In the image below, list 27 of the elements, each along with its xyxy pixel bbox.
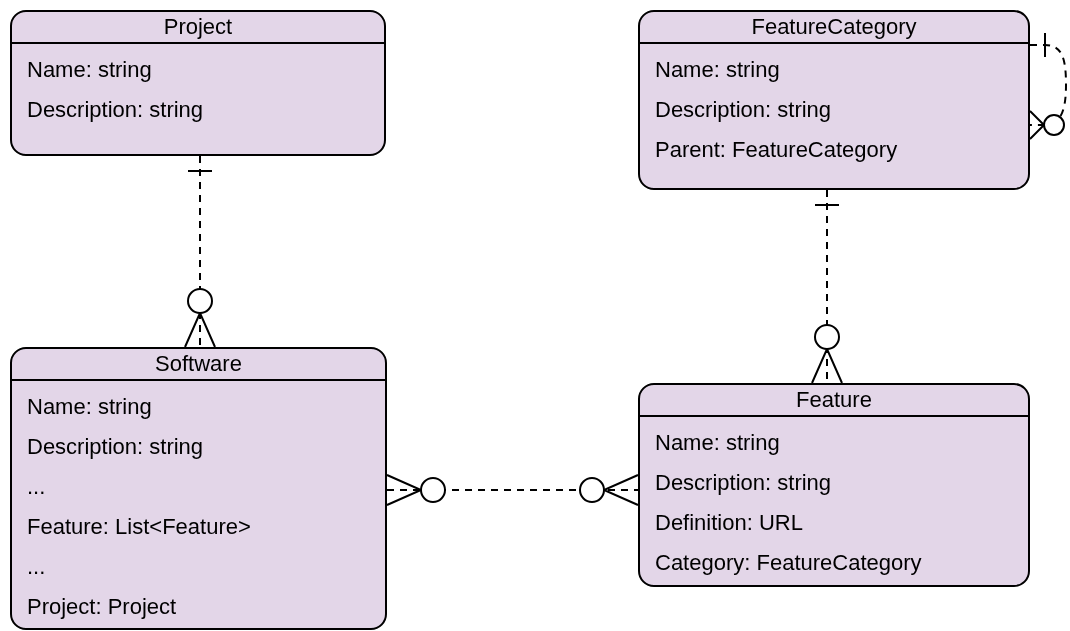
relationship-line <box>184 155 216 348</box>
entity-name: Software <box>155 350 242 378</box>
relationship-line <box>1029 32 1067 140</box>
attribute-text: Name: string <box>27 56 152 84</box>
attribute-text: Description: string <box>655 96 832 124</box>
attribute-text: ... <box>27 473 46 501</box>
entity-box <box>10 10 386 156</box>
entity-name: Feature <box>796 386 872 414</box>
entity-box <box>10 347 387 630</box>
attribute-text: Feature: List<Feature> <box>27 513 251 541</box>
attribute-text: Project: Project <box>27 593 177 621</box>
relationship-line <box>386 474 639 506</box>
attribute-text: Name: string <box>655 56 780 84</box>
attribute-text: Parent: FeatureCategory <box>655 136 898 164</box>
attribute-text: Description: string <box>655 469 832 497</box>
entity-name: Project <box>163 13 233 41</box>
attribute-text: ... <box>27 553 46 581</box>
attribute-text: Description: string <box>27 433 204 461</box>
entity-name: FeatureCategory <box>751 13 917 41</box>
attribute-text: Name: string <box>27 393 152 421</box>
attribute-text: Definition: URL <box>655 509 803 537</box>
entity-box <box>638 383 1030 587</box>
relationship-line <box>811 189 843 384</box>
attribute-text: Name: string <box>655 429 780 457</box>
entity-box <box>638 10 1030 190</box>
attribute-text: Category: FeatureCategory <box>655 549 922 577</box>
attribute-text: Description: string <box>27 96 204 124</box>
